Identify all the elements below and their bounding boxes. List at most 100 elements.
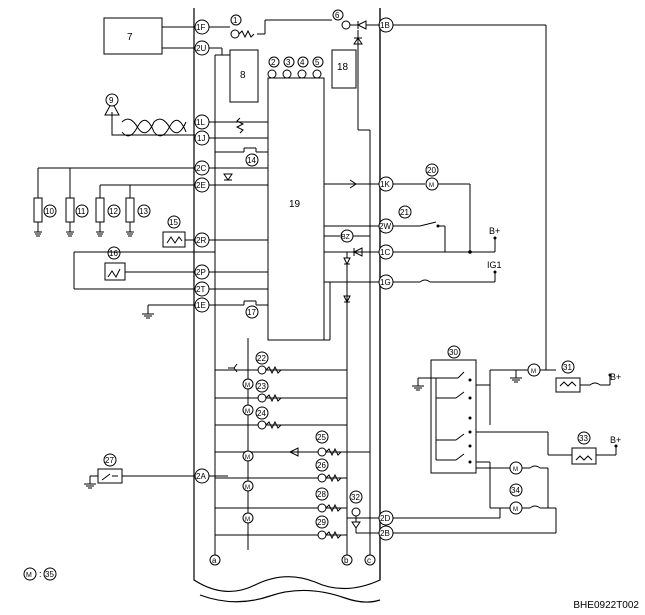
label-n21: 21 [400, 208, 409, 217]
terminal-b: b [344, 556, 349, 565]
label-n22: 22 [257, 354, 266, 363]
component-18 [331, 49, 357, 89]
connector-1E: 1E [194, 297, 210, 313]
label-n14: 14 [247, 156, 256, 165]
label-n31: 31 [563, 363, 572, 372]
label-n20: 20 [427, 166, 436, 175]
label-n27: 27 [105, 456, 114, 465]
top-internal-wiring: 1 6 2 3 4 5 [209, 9, 380, 79]
connector-2W: 2W [378, 218, 394, 234]
connector-2A: 2A [194, 468, 210, 484]
legend-motor: M : 35 [23, 567, 57, 581]
label-n5: 5 [315, 58, 320, 67]
control-unit-19 [267, 77, 325, 341]
connector-2B: 2B [378, 525, 394, 541]
external-right: M 20 21 B+ IG1 30 [393, 24, 621, 534]
connector-2R: 2R [194, 232, 210, 248]
svg-text:1G: 1G [380, 278, 391, 287]
connector-1L: 1L [194, 114, 210, 130]
label-n35: 35 [45, 570, 54, 579]
b-plus-label-2: B+ [610, 372, 621, 382]
sensors-10-13: 10 11 12 13 14 [33, 147, 268, 237]
label-n23: 23 [257, 382, 266, 391]
label-n9: 9 [109, 96, 114, 105]
label-n30: 30 [449, 348, 458, 357]
svg-text:2T: 2T [196, 285, 205, 294]
svg-text:M: M [245, 409, 250, 415]
left-connectors: 1F 2U 1L 1J 2C 2E 2R 2P 2T 1E 2A [194, 19, 210, 484]
svg-text:1E: 1E [196, 301, 206, 310]
connector-2D: 2D [378, 510, 394, 526]
svg-text:M: M [245, 517, 250, 523]
svg-text:1C: 1C [380, 248, 390, 257]
diagram-code: BHE0922T002 [573, 600, 639, 611]
label-n26: 26 [317, 461, 326, 470]
svg-text:1K: 1K [380, 180, 390, 189]
terminal-a: a [212, 556, 217, 565]
svg-text:M: M [513, 507, 518, 513]
label-n2: 2 [271, 58, 276, 67]
connector-2T: 2T [194, 281, 210, 297]
indicator-lamp-6 [341, 20, 351, 30]
label-n28: 28 [317, 490, 326, 499]
svg-text:M: M [245, 485, 250, 491]
svg-text:M: M [531, 369, 536, 375]
label-n6-circle [332, 9, 344, 21]
label-n6: 6 [335, 11, 340, 20]
label-n19: 19 [289, 199, 301, 210]
label-n4: 4 [300, 58, 305, 67]
svg-text:M: M [429, 183, 434, 189]
legend-m: M [26, 572, 32, 579]
label-n18: 18 [337, 62, 349, 73]
svg-text:1L: 1L [196, 118, 205, 127]
component-8 [229, 49, 259, 103]
label-n15: 15 [169, 218, 178, 227]
terminals: a b c [209, 554, 376, 566]
connector-2E: 2E [194, 177, 210, 193]
svg-text:2W: 2W [379, 222, 391, 231]
connector-1C: 1C [378, 244, 394, 260]
sensors-15-16: 15 16 [73, 215, 268, 290]
twisted-pair-9: 9 [104, 93, 268, 139]
label-n12: 12 [109, 207, 118, 216]
svg-text:2P: 2P [196, 268, 206, 277]
connector-1G: 1G [378, 274, 394, 290]
svg-text:M: M [245, 383, 250, 389]
label-n16: 16 [109, 249, 118, 258]
label-n17: 17 [247, 308, 256, 317]
connector-2P: 2P [194, 264, 210, 280]
lower-motor-circuits: 22 M 23 M 24 25 M 26 27 [84, 351, 379, 540]
label-n3: 3 [286, 58, 291, 67]
diode-icon [356, 20, 367, 30]
legend-sep: : [39, 569, 42, 579]
svg-text:2C: 2C [196, 164, 206, 173]
svg-text:1F: 1F [196, 23, 205, 32]
svg-text:M: M [513, 467, 518, 473]
svg-text:2A: 2A [196, 472, 206, 481]
label-n29: 29 [317, 518, 326, 527]
control-module-frame [193, 8, 381, 603]
connector-2U: 2U [194, 40, 210, 56]
component-7 [103, 17, 163, 55]
right-internal: BZ [324, 179, 379, 341]
terminal-c: c [367, 556, 371, 565]
label-n11: 11 [77, 207, 86, 216]
connector-1F: 1F [194, 19, 210, 35]
label-n1: 1 [233, 16, 238, 25]
label-n32: 32 [351, 493, 360, 502]
svg-text:M: M [245, 455, 250, 461]
svg-text:2D: 2D [380, 514, 390, 523]
bulb-row-2-5: 2 3 4 5 [267, 56, 324, 79]
connector-1B: 1B [378, 17, 394, 33]
label-n24: 24 [257, 409, 266, 418]
ground-1E-17: 17 [142, 300, 268, 319]
label-n33: 33 [579, 434, 588, 443]
label-n13: 13 [139, 207, 148, 216]
ig1-label: IG1 [487, 260, 502, 270]
svg-text:2B: 2B [380, 529, 390, 538]
svg-text:2R: 2R [196, 236, 206, 245]
svg-text:2U: 2U [196, 44, 206, 53]
label-n8: 8 [240, 70, 246, 81]
svg-text:1B: 1B [380, 21, 390, 30]
